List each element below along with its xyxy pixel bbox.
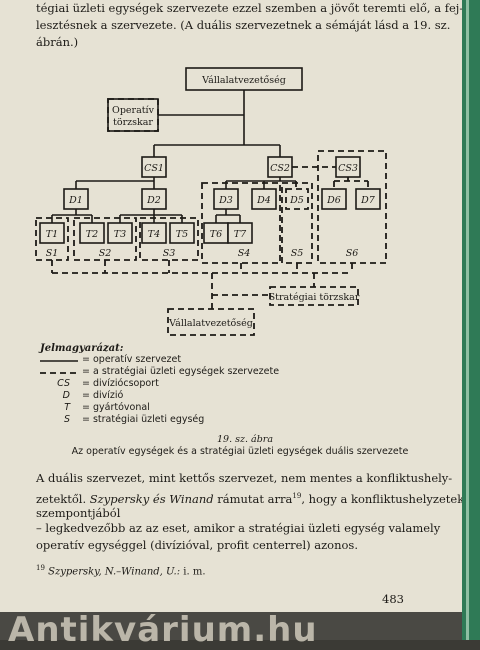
t6-label: T6 — [210, 229, 222, 240]
d1-label: D1 — [68, 195, 83, 206]
t1-label: T1 — [46, 229, 58, 240]
s2-label: S2 — [99, 248, 112, 259]
d6-label: D6 — [326, 195, 341, 206]
legend-text-strategic: = a stratégiai üzleti egységek szervezet… — [82, 366, 280, 377]
body-line-2-a: zetektől. — [36, 491, 90, 506]
bottom-shadow — [0, 612, 462, 640]
body-line-2-footnote-ref: 19 — [292, 492, 302, 500]
legend-line-dashed — [40, 372, 78, 374]
legend-text-s: = stratégiai üzleti egység — [82, 414, 205, 425]
s6-label: S6 — [346, 248, 359, 259]
watermark: Antikvárium.hu — [8, 610, 318, 650]
body-line-2: zetektől. Szypersky és Winand rámutat ar… — [36, 488, 464, 508]
operational-staff-label-2: törzskar — [113, 117, 153, 128]
d3-label: D3 — [218, 195, 233, 206]
legend-title: Jelmagyarázat: — [40, 343, 124, 354]
operational-staff-box — [107, 98, 159, 132]
book-page: tégiai üzleti egységek szervezete ezzel … — [0, 0, 464, 626]
strategic-staff-label: Stratégiai törzskar — [269, 292, 360, 303]
page-number: 483 — [382, 592, 404, 606]
legend-text-t: = gyártóvonal — [82, 402, 150, 413]
body-line-2-c: , hogy a konfliktushelyzetek — [301, 491, 465, 506]
top-text-line-1: tégiai üzleti egységek szervezete ezzel … — [36, 1, 464, 15]
s4-label: S4 — [238, 248, 251, 259]
footnote-rest: i. m. — [180, 566, 206, 578]
t2-label: T2 — [86, 229, 98, 240]
s5-label: S5 — [291, 248, 304, 259]
top-text-line-2: lesztésnek a szervezete. (A duális szerv… — [36, 18, 451, 32]
body-line-2-authors: Szypersky és Winand — [89, 491, 214, 506]
sbu-s4-frame — [201, 182, 281, 264]
footnote-authors: Szypersky, N.–Winand, U.: — [48, 566, 181, 578]
figure-number: 19. sz. ábra — [217, 434, 273, 445]
body-line-1: A duális szervezet, mint kettős szerveze… — [36, 471, 453, 485]
d2-label: D2 — [146, 195, 161, 206]
figure-caption: Az operatív egységek és a stratégiai üzl… — [71, 446, 409, 457]
cs2-label: CS2 — [270, 163, 290, 174]
t4-label: T4 — [148, 229, 160, 240]
legend-key-t: T — [64, 402, 70, 413]
legend-key-cs: CS — [57, 378, 70, 389]
org-diagram: Vállalatvezetőség Operatív törzskar CS1 … — [35, 67, 387, 336]
legend-key-s: S — [63, 414, 70, 425]
legend-line-solid — [40, 360, 78, 362]
operational-staff-box-outline — [107, 98, 159, 132]
legend-text-cs: = divíziócsoport — [82, 378, 159, 389]
s1-label: S1 — [46, 248, 59, 259]
bottom-management-box — [167, 308, 255, 336]
d7-label: D7 — [360, 195, 376, 206]
top-text-line-3: ábrán.) — [36, 35, 79, 49]
body-line-3: szempontjából — [36, 506, 121, 520]
d4-label: D4 — [256, 195, 271, 206]
body-line-5: operatív egységgel (divízióval, profit c… — [36, 538, 358, 552]
book-cover-edge — [462, 0, 480, 640]
legend-key-d: D — [62, 390, 70, 401]
legend-text-operational: = operatív szervezet — [82, 354, 182, 365]
top-management-label: Vállalatvezetőség — [201, 75, 286, 86]
t5-label: T5 — [176, 229, 188, 240]
t7-label: T7 — [234, 229, 247, 240]
body-line-2-b: rámutat arra — [213, 491, 293, 506]
legend-text-d: = divízió — [82, 390, 124, 401]
t3-label: T3 — [114, 229, 126, 240]
s3-label: S3 — [163, 248, 176, 259]
d5-label: D5 — [289, 195, 304, 206]
strategic-staff-box — [269, 286, 359, 306]
cs3-label: CS3 — [338, 163, 358, 174]
cs1-label: CS1 — [144, 163, 164, 174]
operational-staff-label-1: Operatív — [112, 105, 155, 116]
footnote: 19 Szypersky, N.–Winand, U.: i. m. — [36, 564, 206, 577]
bottom-management-label: Vállalatvezetőség — [168, 318, 253, 329]
body-line-4: – legkedvezőbb az az eset, amikor a stra… — [36, 521, 441, 535]
footnote-number: 19 — [36, 564, 45, 572]
